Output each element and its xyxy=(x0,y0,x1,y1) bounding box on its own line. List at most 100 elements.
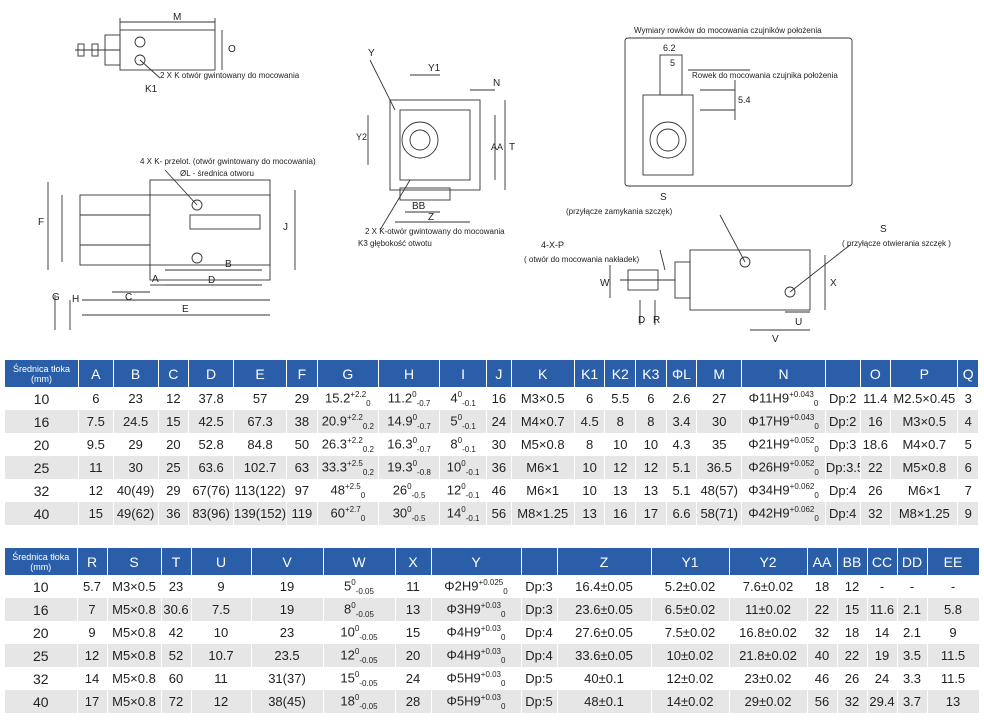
table-cell: 9.5 xyxy=(78,433,114,456)
cell-value: 33.3 xyxy=(321,458,348,474)
table-cell: 8 xyxy=(574,433,606,456)
table-cell: M6×1 xyxy=(511,456,575,479)
table-cell: 300-0.5 xyxy=(378,502,441,525)
table-cell: 20.9+2.20.2 xyxy=(317,410,379,433)
label-right-title: Wymiary rowków do mocowania czujników po… xyxy=(634,26,822,35)
table-cell: 10 xyxy=(604,433,637,456)
lower-tolerance: -0.5 xyxy=(411,490,426,500)
label-6-2: 6.2 xyxy=(663,43,676,53)
table-cell: 6 xyxy=(957,456,979,479)
table-cell: 15 xyxy=(395,621,432,644)
table-cell: 12 xyxy=(158,387,190,410)
label-Y2: Y2 xyxy=(356,132,367,142)
table-cell: 19.30-0.8 xyxy=(378,456,441,479)
table-cell: 12 xyxy=(191,690,252,713)
label-W: W xyxy=(600,278,610,289)
upper-tolerance: +0.03 xyxy=(480,669,502,679)
table-cell: 5.2±0.02 xyxy=(651,575,730,598)
cell-value: 18 xyxy=(340,692,355,708)
table-cell: 10 xyxy=(574,456,606,479)
lower-tolerance: 0 xyxy=(814,444,819,454)
label-O: O xyxy=(228,44,236,55)
cell-value: Φ5H9 xyxy=(446,692,481,708)
drawings-svg: M O 2 X K otwór gwintowany do mocowania … xyxy=(38,12,951,345)
table-cell: 48+2.50 xyxy=(317,479,379,502)
table-cell: 18 xyxy=(807,575,838,598)
table-cell: - xyxy=(867,575,898,598)
cell-value: 15.2 xyxy=(325,389,351,405)
label-N: N xyxy=(493,78,500,89)
upper-tolerance: +2.7 xyxy=(344,504,361,514)
table-cell: 4 xyxy=(957,410,979,433)
table-cell: 11 xyxy=(395,575,432,598)
upper-tolerance: 0 xyxy=(412,389,417,399)
table-cell: 14 xyxy=(867,621,898,644)
label-k-note-center: 2 X K-otwór gwintowany do mocowania xyxy=(365,227,505,236)
column-header: K2 xyxy=(604,360,637,387)
table-cell: M8×1.25 xyxy=(890,502,959,525)
lower-tolerance: -0.1 xyxy=(462,444,476,454)
table-cell: 15.2+2.20 xyxy=(317,387,379,410)
table-cell: 16 xyxy=(5,410,79,433)
table-cell: 84.8 xyxy=(233,433,288,456)
label-S-open-note: ( przyłącze otwierania szczęk ) xyxy=(842,239,951,248)
table-cell: 11.5 xyxy=(927,644,980,667)
table-cell: 20 xyxy=(5,621,78,644)
table-cell: 23.5 xyxy=(251,644,324,667)
table-cell: 11 xyxy=(78,456,114,479)
table-cell: 16 xyxy=(5,598,78,621)
table-cell: 119 xyxy=(286,502,318,525)
table-cell: 9 xyxy=(927,621,980,644)
table-cell: 10 xyxy=(635,433,667,456)
table-cell: 36 xyxy=(158,502,190,525)
table-cell: 49(62) xyxy=(113,502,159,525)
table-cell: Dp:2 xyxy=(825,410,861,433)
upper-tolerance: +2.5 xyxy=(347,458,363,468)
label-K1: K1 xyxy=(145,84,158,95)
table-cell: 36 xyxy=(486,456,512,479)
column-header: I xyxy=(439,360,488,387)
table-cell: 20 xyxy=(158,433,190,456)
table-cell: 21.8±0.02 xyxy=(729,644,808,667)
label-4k-note: 4 X K- przelot. (otwór gwintowany do moc… xyxy=(140,157,316,166)
table-cell: 20 xyxy=(5,433,79,456)
table-cell: Dp:4 xyxy=(521,644,558,667)
column-header: G xyxy=(317,360,379,387)
table-cell: 3.4 xyxy=(666,410,698,433)
upper-tolerance: 0 xyxy=(461,481,466,491)
cell-value: 5 xyxy=(344,577,352,593)
table-cell: Dp:3 xyxy=(521,598,558,621)
column-header: D xyxy=(188,360,235,387)
table-cell: 13 xyxy=(927,690,980,713)
upper-tolerance: +2.5 xyxy=(344,481,361,491)
upper-tolerance: 0 xyxy=(354,646,360,656)
table-cell: 23 xyxy=(161,575,192,598)
cell-value: Φ34H9 xyxy=(748,481,790,497)
table-cell: 100-0.05 xyxy=(323,621,396,644)
table-cell: 12 xyxy=(78,479,114,502)
table-cell: 12±0.02 xyxy=(651,667,730,690)
table-cell: 23 xyxy=(251,621,324,644)
table-cell: Φ4H9+0.030 xyxy=(431,644,522,667)
upper-tolerance: 0 xyxy=(461,458,466,468)
table-cell: 29 xyxy=(113,433,159,456)
table-cell: 16.4±0.05 xyxy=(557,575,652,598)
table-cell: M5×0.8 xyxy=(511,433,575,456)
table-cell: Dp:4 xyxy=(825,502,861,525)
cell-value: 8 xyxy=(450,435,458,451)
table-cell: 4.3 xyxy=(666,433,698,456)
column-header: ΦL xyxy=(666,360,698,387)
table-cell: 16.30-0.7 xyxy=(378,433,441,456)
lower-tolerance: -0.05 xyxy=(359,678,378,688)
table-cell: 7.5±0.02 xyxy=(651,621,730,644)
table-cell: 24 xyxy=(486,410,512,433)
upper-tolerance: 0 xyxy=(407,481,412,491)
cell-value: Φ17H9 xyxy=(748,412,790,428)
label-5-4: 5.4 xyxy=(738,95,751,105)
upper-tolerance: +0.025 xyxy=(478,577,504,587)
cell-value: 15 xyxy=(340,669,355,685)
table-cell: M5×0.8 xyxy=(890,456,959,479)
